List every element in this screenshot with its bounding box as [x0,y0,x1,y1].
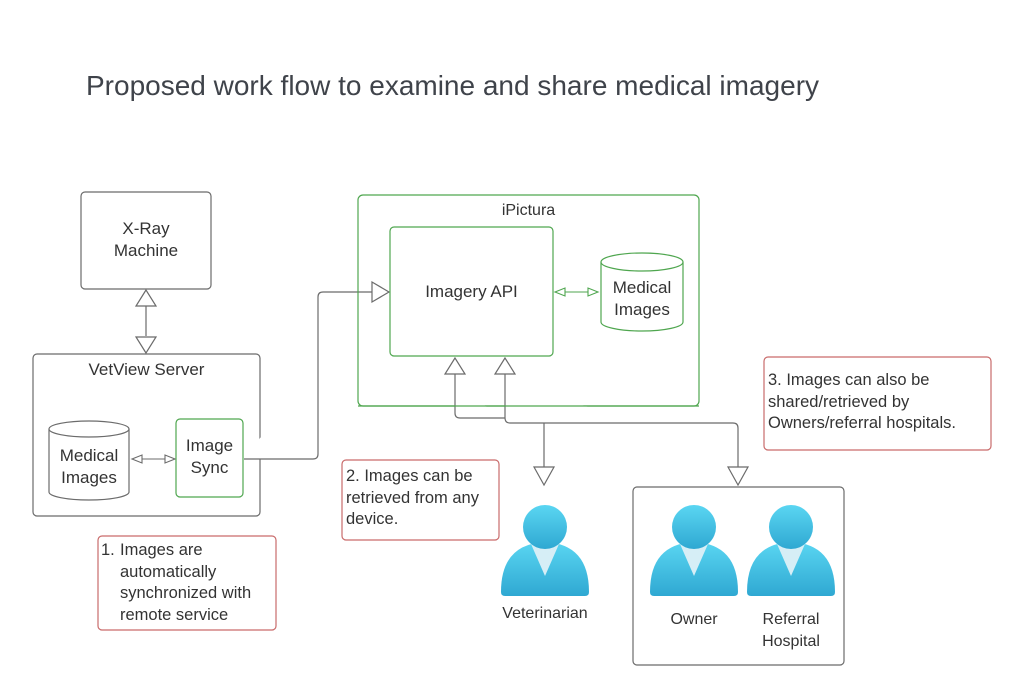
image-sync-label: Image Sync [176,435,243,479]
xray-label-line1: X-Ray [122,219,170,238]
ipictura-db-label-line2: Images [614,300,670,319]
vetview-db-label-line1: Medical [59,446,119,465]
veterinarian-person-icon [501,505,589,596]
note-3-box [763,356,992,451]
vetview-medical-images-db [48,420,130,501]
sync-api-connector [244,280,391,460]
image-sync-label-line1: Image [185,436,234,455]
note-2-box [341,459,500,541]
vetview-db-label: Medical Images [49,445,129,489]
imagery-api-box [389,226,554,357]
xray-label-line2: Machine [113,241,179,260]
referral-hospital-person-icon [747,505,835,596]
vetview-server-label: VetView Server [88,360,205,379]
image-sync-label-line2: Sync [190,458,229,477]
note-1-text: Images are automatically synchronized wi… [120,541,252,624]
api-veterinarian-connector [443,356,556,487]
ipictura-db-label-line1: Medical [612,278,672,297]
diagram-title: Proposed work flow to examine and share … [86,70,820,101]
ipictura-medical-images-db [600,252,684,332]
referral-hospital-label: Referral Hospital [745,609,837,653]
note-1-box [97,535,277,631]
referral-label-line2: Hospital [762,633,820,650]
api-db-connector [553,287,600,297]
ipictura-db-label: Medical Images [601,277,683,321]
note-3: 3. Images can also be shared/retrieved b… [768,371,956,432]
image-sync-box [175,418,244,498]
xray-machine-label: X-Ray Machine [81,218,211,262]
owner-label: Owner [670,611,718,628]
veterinarian-label: Veterinarian [502,605,588,622]
db-sync-connector [130,454,177,464]
note-1: 1. Images are automatically synchronized… [101,540,273,626]
api-owners-connector [493,356,750,487]
owner-person-icon [650,505,738,596]
note-2: 2. Images can be retrieved from any devi… [346,467,479,528]
ipictura-label: iPictura [501,202,556,219]
note-1-number: 1. [101,541,115,559]
xray-vetview-connector [134,288,158,355]
imagery-api-label: Imagery API [425,282,518,301]
vetview-db-label-line2: Images [61,468,117,487]
referral-label-line1: Referral [762,611,820,628]
